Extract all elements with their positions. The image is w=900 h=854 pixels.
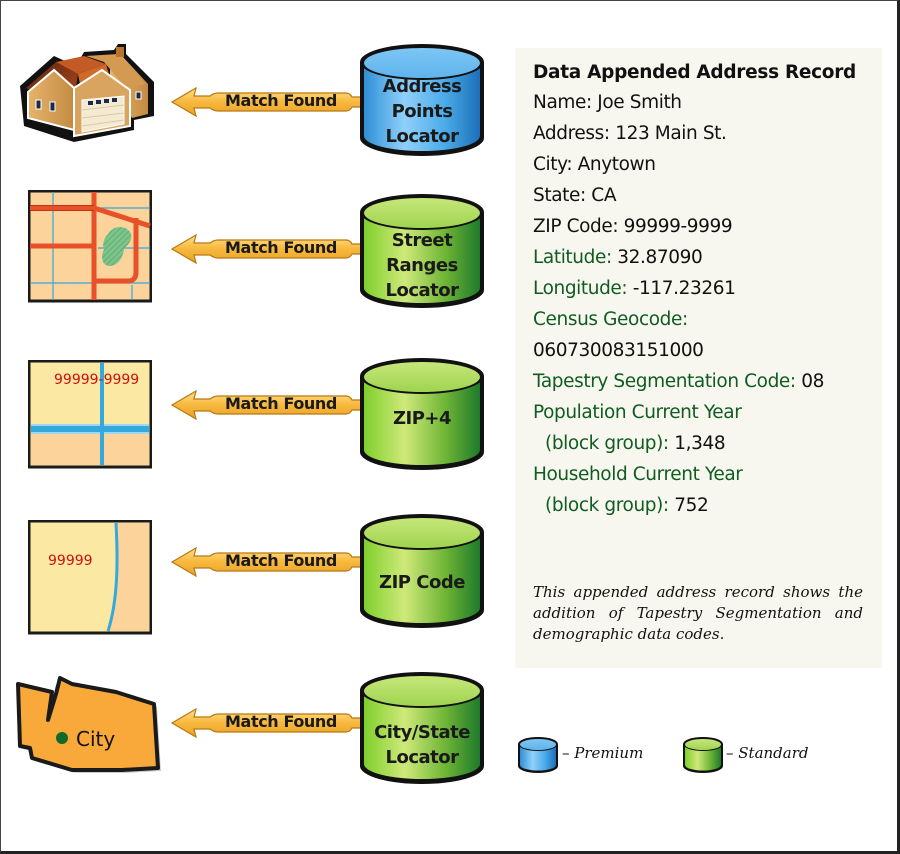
record-field-value: CA <box>591 185 617 206</box>
record-field-value: 99999-9999 <box>623 216 733 237</box>
record-field-key: Tapestry Segmentation Code: <box>533 371 796 392</box>
record-field-value: 060730083151000 <box>533 340 704 361</box>
match-found-arrow-2: Match Found <box>170 232 370 268</box>
locator-label-line: Locator <box>385 126 460 147</box>
record-field-key: Longitude: <box>533 278 628 299</box>
record-field-value: Joe Smith <box>597 92 682 113</box>
record-field: Longitude: -117.23261 <box>533 278 736 299</box>
record-title: Data Appended Address Record <box>533 62 856 83</box>
record-field-key: Latitude: <box>533 247 612 268</box>
record-field: (block group): 752 <box>533 495 709 516</box>
locator-label-line: Street <box>391 230 453 251</box>
locator-label-line: Locator <box>385 747 460 768</box>
house-icon <box>14 38 164 148</box>
match-found-arrow-5: Match Found <box>170 706 370 742</box>
locator-label-line: ZIP+4 <box>392 408 452 429</box>
record-caption: This appended address record shows the a… <box>533 583 863 643</box>
match-found-label: Match Found <box>225 551 337 570</box>
record-field-key: ZIP Code: <box>533 216 619 237</box>
locator-label-line: Points <box>391 101 453 122</box>
record-field: Census Geocode: <box>533 309 688 330</box>
record-field-key: State: <box>533 185 586 206</box>
record-field: City: Anytown <box>533 154 656 175</box>
record-field: ZIP Code: 99999-9999 <box>533 216 733 237</box>
record-field: State: CA <box>533 185 616 206</box>
match-found-label: Match Found <box>225 238 337 257</box>
match-found-label: Match Found <box>225 712 337 731</box>
record-field: Tapestry Segmentation Code: 08 <box>533 371 824 392</box>
record-field-value: 1,348 <box>674 433 726 454</box>
zip-label: 99999 <box>48 553 93 569</box>
zip-map-icon: 99999 <box>27 519 153 636</box>
match-found-arrow-3: Match Found <box>170 388 370 424</box>
match-found-label: Match Found <box>225 394 337 413</box>
locator-label-line: Ranges <box>386 255 458 276</box>
locator-label-line: Address <box>382 76 462 97</box>
match-found-label: Match Found <box>225 91 337 110</box>
locator-label-line: City/State <box>374 722 470 743</box>
record-field-value: 123 Main St. <box>615 123 727 144</box>
locator-label-line: ZIP Code <box>379 572 465 593</box>
record-field-value: Anytown <box>577 154 656 175</box>
city-label: City <box>76 727 115 751</box>
record-field-key: Census Geocode: <box>533 309 688 330</box>
legend-standard-label: – Standard <box>726 744 809 762</box>
record-field: (block group): 1,348 <box>533 433 726 454</box>
record-field: Address: 123 Main St. <box>533 123 727 144</box>
state-map-icon: City <box>12 670 162 780</box>
match-found-arrow-1: Match Found <box>170 85 370 121</box>
record-field-key: Population Current Year <box>533 402 742 423</box>
record-field-value: -117.23261 <box>632 278 736 299</box>
record-field-key: City: <box>533 154 573 175</box>
record-field-value: 752 <box>674 495 709 516</box>
legend-standard-cylinder-icon <box>681 736 725 776</box>
legend-premium-label: – Premium <box>562 744 644 762</box>
record-field: Household Current Year <box>533 464 743 485</box>
locator-label-line: Locator <box>385 280 460 301</box>
locator-zip4: ZIP+4 <box>356 356 488 474</box>
locator-street-ranges: Street Ranges Locator <box>356 192 488 312</box>
locator-city-state: City/State Locator <box>356 670 488 788</box>
zip4-label: 99999-9999 <box>54 372 139 388</box>
record-field: Name: Joe Smith <box>533 92 682 113</box>
appended-record-panel: Data Appended Address Record Name: Joe S… <box>515 48 882 668</box>
locator-address-points: Address Points Locator <box>356 42 488 160</box>
record-field-value: 32.87090 <box>617 247 703 268</box>
record-field-key: Address: <box>533 123 610 144</box>
record-field: Population Current Year <box>533 402 742 423</box>
record-field-key: Name: <box>533 92 592 113</box>
locator-zip-code: ZIP Code <box>356 512 488 632</box>
record-field: 060730083151000 <box>533 340 704 361</box>
street-map-icon <box>27 189 153 304</box>
zip4-map-icon: 99999-9999 <box>27 359 153 470</box>
record-field-key: Household Current Year <box>533 464 743 485</box>
record-field-value: 08 <box>801 371 824 392</box>
record-field-key: (block group): <box>545 433 669 454</box>
record-field: Latitude: 32.87090 <box>533 247 703 268</box>
match-found-arrow-4: Match Found <box>170 545 370 581</box>
record-field-key: (block group): <box>545 495 669 516</box>
legend-premium-cylinder-icon <box>516 736 560 776</box>
